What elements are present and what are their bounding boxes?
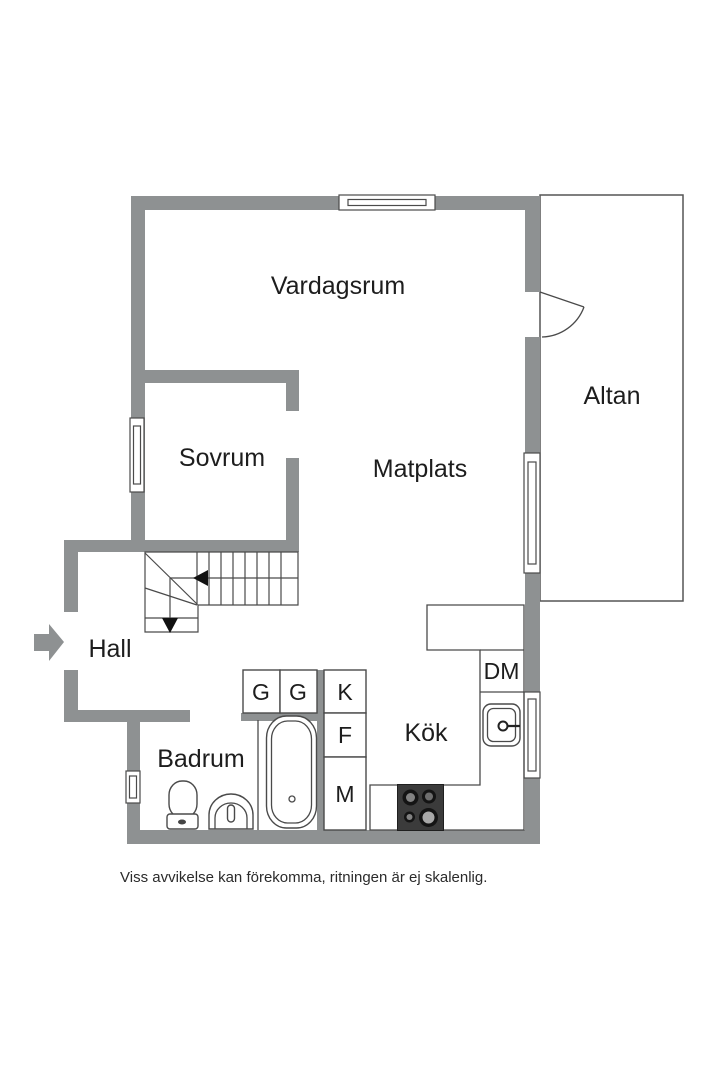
wall-top: [131, 196, 540, 210]
label-fridge: K: [337, 679, 353, 705]
wall-hall-bottom: [64, 710, 190, 722]
label-hall: Hall: [88, 635, 131, 663]
wall-right-lower: [525, 778, 540, 844]
window-top: [338, 194, 436, 211]
fridge-box: [323, 669, 367, 714]
label-freezer: F: [338, 722, 352, 748]
wall-sovrum-north-stub: [286, 370, 299, 411]
bathroom-fixtures: [166, 715, 318, 830]
entrance-arrow-icon: [34, 624, 64, 661]
wardrobe-box-1: [242, 669, 281, 714]
windows: [125, 194, 541, 804]
label-matplats: Matplats: [373, 455, 467, 483]
bathroom-sink: [208, 793, 254, 830]
window-right-lower: [523, 691, 541, 779]
label-altan: Altan: [584, 382, 641, 410]
wall-bottom: [127, 830, 540, 844]
stair-down-arrow-icon: [162, 618, 178, 633]
freezer-box: [323, 712, 367, 758]
kitchen: [369, 604, 525, 831]
m-box: [323, 756, 367, 831]
kitchen-counter: [369, 604, 525, 831]
wall-hall-left-lower: [64, 670, 78, 710]
wall-right-between-windows: [525, 573, 540, 692]
label-badrum: Badrum: [157, 745, 245, 773]
label-kok: Kök: [404, 719, 448, 747]
kitchen-sink: [482, 703, 521, 747]
label-sovrum: Sovrum: [179, 444, 265, 472]
door-swing: [539, 291, 585, 338]
wall-sovrum-north: [131, 370, 299, 383]
wall-sovrum-south: [64, 540, 299, 552]
wall-bath-kitchen-divider: [317, 670, 324, 830]
wall-hall-left-upper: [64, 540, 78, 612]
stair-up-arrow-icon: [193, 570, 208, 586]
room-labels: Vardagsrum Sovrum Matplats Altan Hall Ba…: [88, 272, 640, 773]
stove: [397, 784, 444, 831]
wall-right-upper: [525, 196, 540, 292]
label-wardrobe-2: G: [289, 679, 307, 705]
toilet: [166, 780, 199, 830]
bathtub: [265, 715, 318, 829]
window-badrum: [125, 770, 141, 804]
appliance-labels: DM G G K F M: [252, 658, 519, 807]
label-dishwasher: DM: [484, 658, 520, 684]
label-wardrobe-1: G: [252, 679, 270, 705]
wardrobe-box-2: [279, 669, 318, 714]
wall-sovrum-east: [286, 458, 299, 552]
disclaimer-text: Viss avvikelse kan förekomma, ritningen …: [120, 869, 487, 886]
wall-right-mid: [525, 337, 540, 453]
label-m: M: [335, 781, 354, 807]
window-sovrum: [129, 417, 145, 493]
window-right-upper: [523, 452, 541, 574]
staircase: [144, 551, 299, 633]
label-vardagsrum: Vardagsrum: [271, 272, 405, 300]
closet-boxes: [242, 669, 367, 831]
toilet-button: [178, 819, 186, 825]
